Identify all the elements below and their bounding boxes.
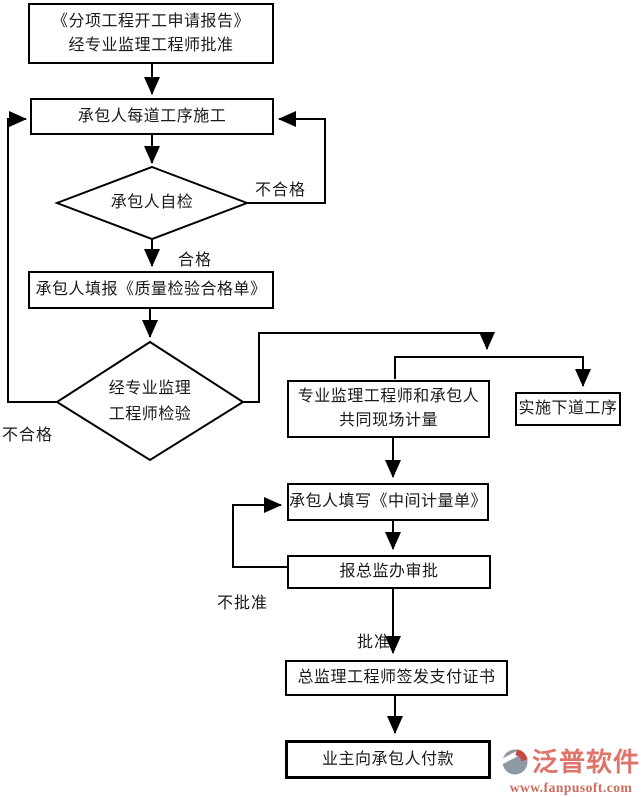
node-next-process-label: 实施下道工序 xyxy=(518,400,618,417)
node-start-report-line2: 经专业监理工程师批准 xyxy=(68,36,234,54)
fanpu-swoosh-icon xyxy=(501,746,529,774)
diamond-self-check-shape xyxy=(54,165,250,241)
node-start-report-line1: 《分项工程开工申请报告》 xyxy=(51,12,250,30)
edge-label-not-approved: 不批准 xyxy=(217,595,269,612)
node-process-construction: 承包人每道工序施工 xyxy=(30,98,274,135)
edge-label-pass-self-check: 合格 xyxy=(178,252,213,269)
node-report-approval-label: 报总监办审批 xyxy=(339,563,439,580)
node-report-approval: 报总监办审批 xyxy=(287,555,491,589)
edge-selfcheck-fail-loop xyxy=(247,111,326,204)
node-joint-measure-line2: 共同现场计量 xyxy=(338,412,438,429)
diamond-self-check-label: 承包人自检 xyxy=(77,190,227,216)
node-joint-measure: 专业监理工程师和承包人 共同现场计量 xyxy=(287,380,490,438)
node-owner-pay: 业主向承包人付款 xyxy=(285,740,491,779)
diamond-supervisor-inspect-line1: 经专业监理 xyxy=(108,380,192,397)
node-fill-quality-form: 承包人填报《质量检验合格单》 xyxy=(28,271,274,309)
fanpu-website-link[interactable]: www.fanpusoft.com xyxy=(509,780,633,795)
node-fill-measure-form-label: 承包人填写《中间计量单》 xyxy=(289,493,488,510)
diamond-supervisor-inspect-line2: 工程师检验 xyxy=(108,406,192,423)
node-process-construction-label: 承包人每道工序施工 xyxy=(77,107,227,125)
node-next-process: 实施下道工序 xyxy=(515,392,621,426)
node-issue-certificate-label: 总监理工程师签发支付证书 xyxy=(297,669,496,686)
edge-split-to-measure-and-next xyxy=(394,356,591,387)
node-issue-certificate: 总监理工程师签发支付证书 xyxy=(285,660,508,696)
node-fill-measure-form: 承包人填写《中间计量单》 xyxy=(287,483,489,521)
node-owner-pay-label: 业主向承包人付款 xyxy=(321,750,454,768)
edge-label-fail-inspection: 不合格 xyxy=(2,427,54,444)
edge-not-approved-loop xyxy=(232,497,287,568)
edge-label-fail-self-check: 不合格 xyxy=(255,182,307,199)
node-fill-quality-form-label: 承包人填报《质量检验合格单》 xyxy=(35,281,267,298)
fanpu-branding: 泛普软件 www.fanpusoft.com xyxy=(501,742,641,796)
diamond-self-check-text: 承包人自检 xyxy=(110,194,194,211)
edge-label-approved: 批准 xyxy=(357,634,392,651)
fanpu-logo-text: 泛普软件 xyxy=(532,748,641,777)
diamond-supervisor-inspect-shape xyxy=(55,340,245,462)
edge-inspect-pass xyxy=(243,332,495,403)
node-start-report: 《分项工程开工申请报告》 经专业监理工程师批准 xyxy=(28,3,274,64)
diamond-supervisor-inspect-label: 经专业监理 工程师检验 xyxy=(65,375,235,429)
node-joint-measure-line1: 专业监理工程师和承包人 xyxy=(297,388,480,405)
edge-inspect-fail-loop xyxy=(7,111,57,403)
